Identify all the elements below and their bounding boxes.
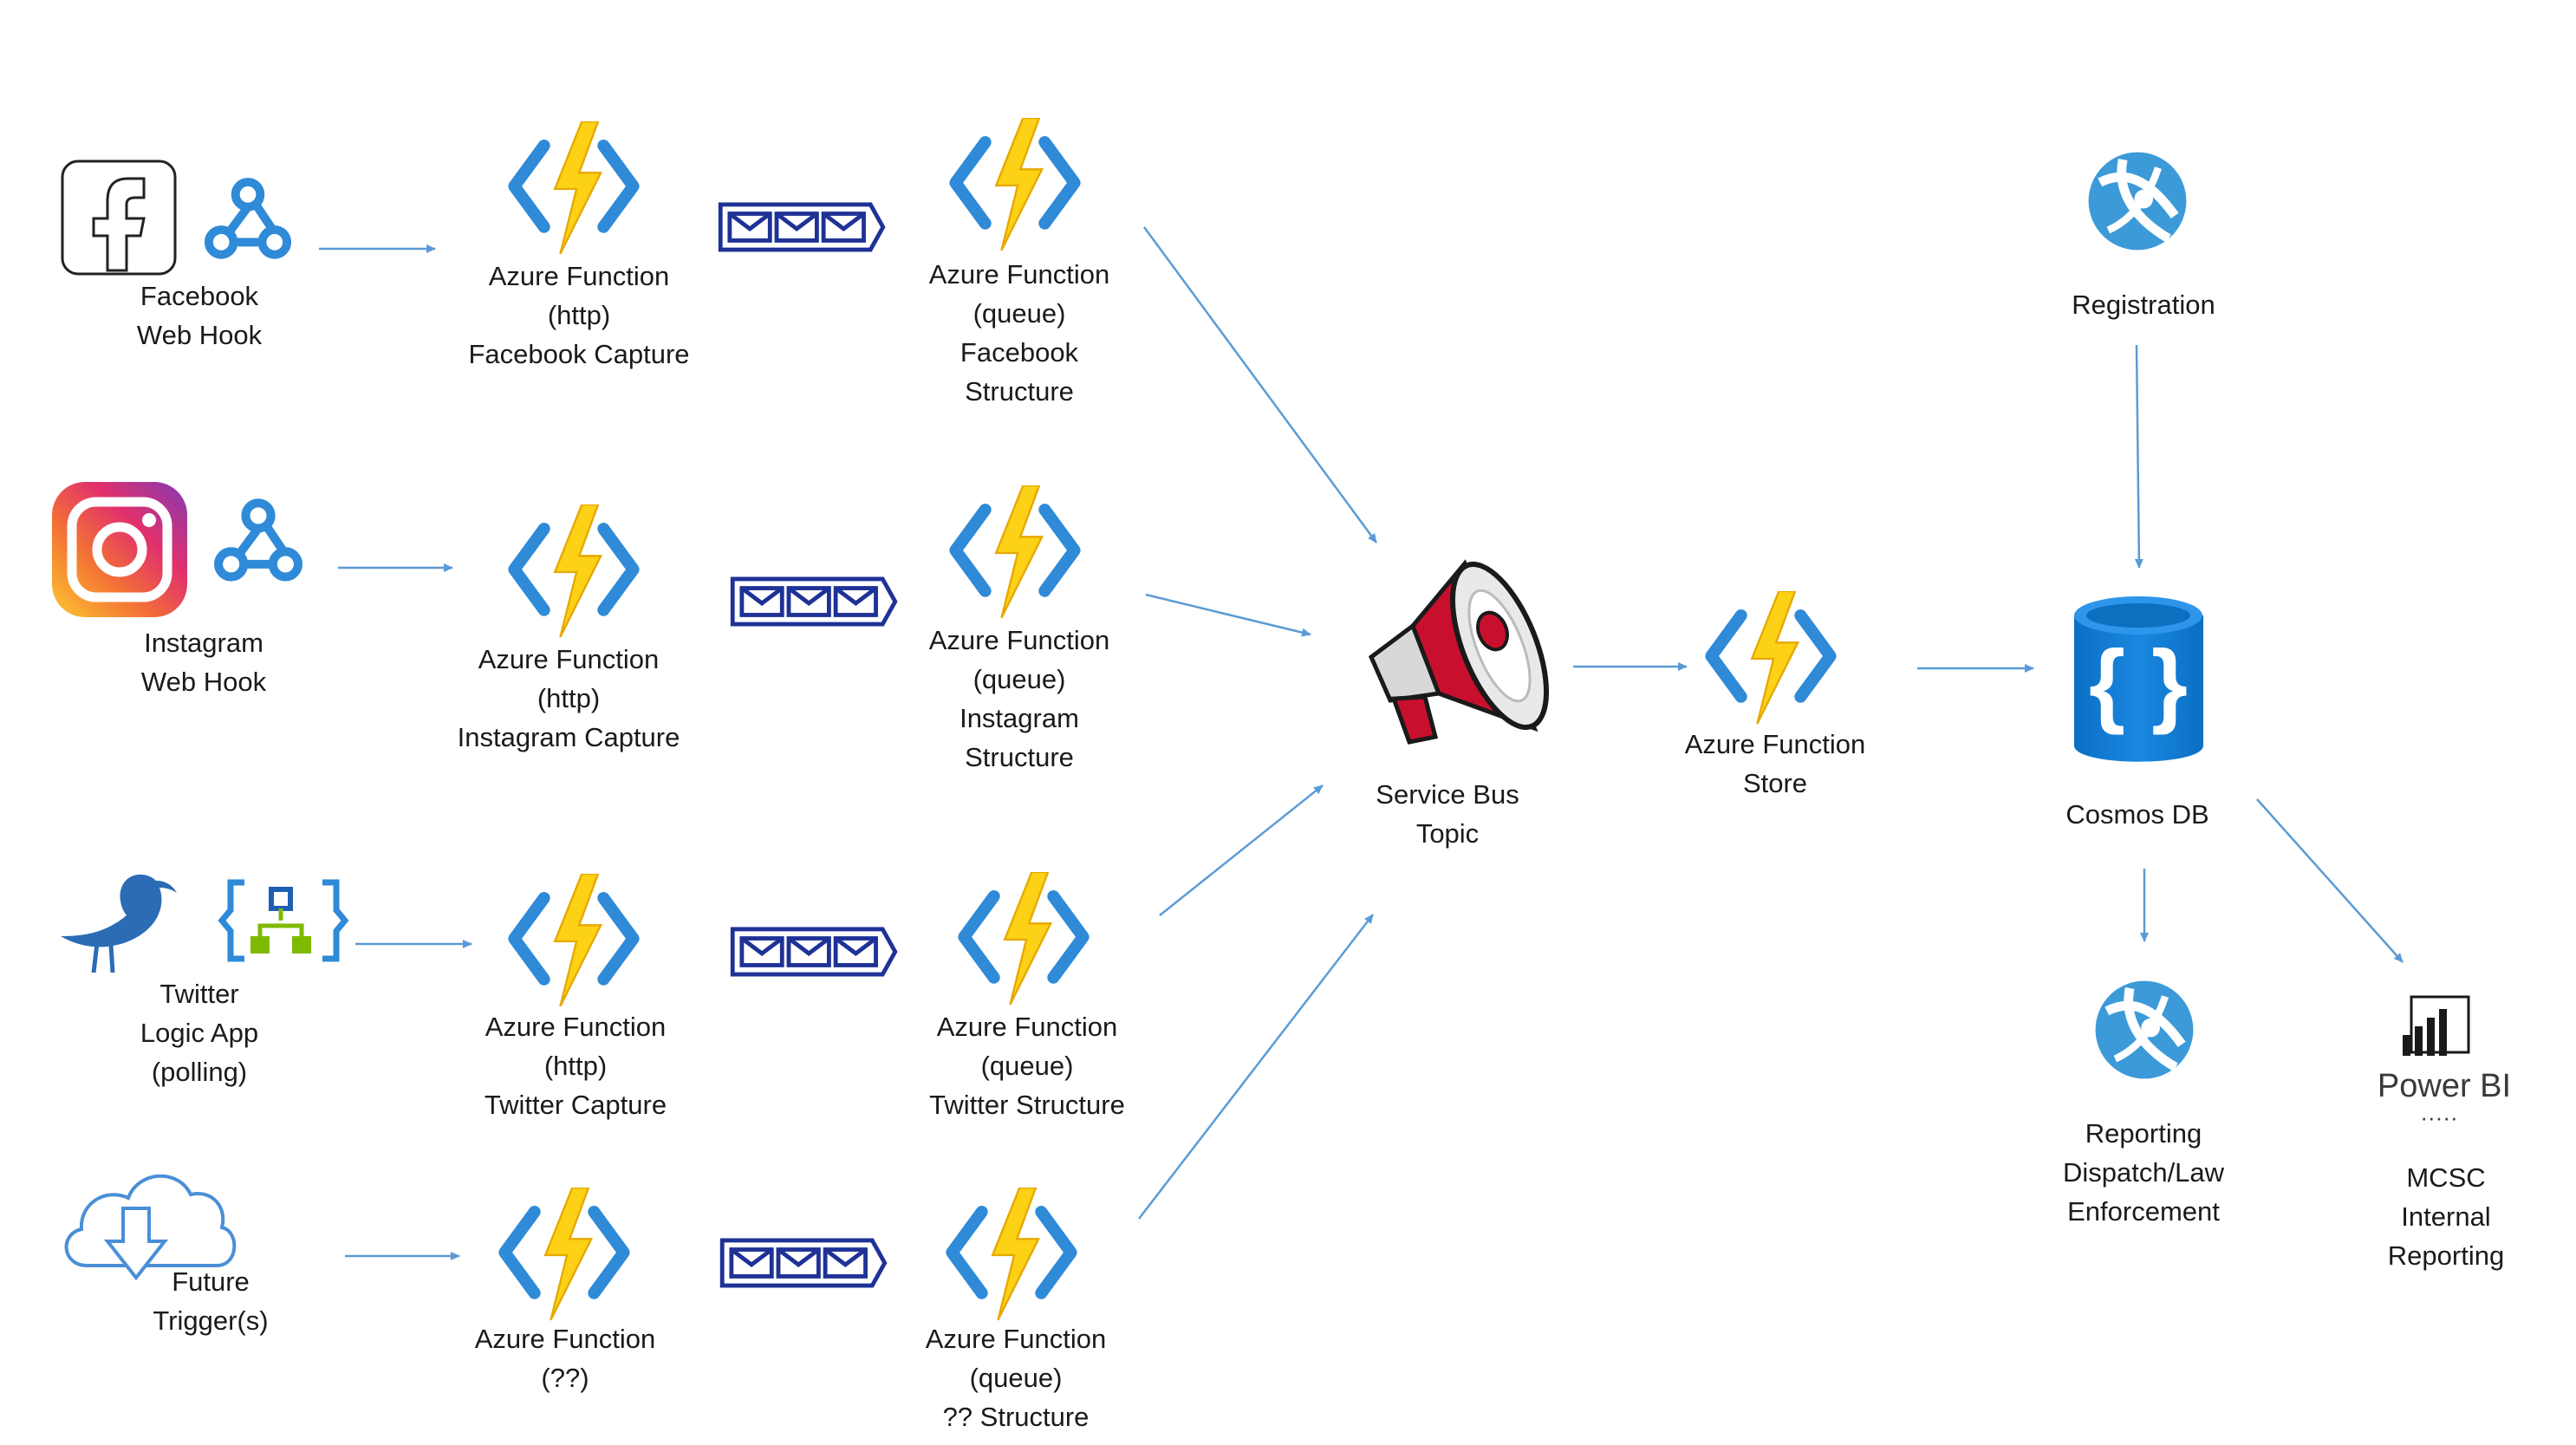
megaphone-icon	[1368, 559, 1550, 745]
cloud-download-icon	[64, 1174, 237, 1281]
app-service-icon	[2096, 981, 2194, 1079]
future-capture-label: Azure Function(??)	[474, 1324, 656, 1393]
power-bi-dots: ·····	[2420, 1104, 2458, 1130]
arrow-cosmos-to-powerbi	[2256, 798, 2404, 963]
app-service-icon	[2089, 153, 2187, 251]
webhook-icon	[218, 503, 298, 576]
twitter-structure-label: Azure Function(queue)Twitter Structure	[929, 1012, 1125, 1120]
arrow-fb-structure-to-bus	[1142, 226, 1378, 544]
arrow-registration-to-cosmos	[2134, 344, 2143, 569]
azure-function-icon	[1711, 591, 1830, 724]
azure-function-icon	[955, 485, 1074, 618]
queue-icon	[732, 579, 895, 624]
registration-label: Registration	[2072, 290, 2215, 320]
svg-text:{ }: { }	[2089, 630, 2188, 735]
cosmos-db-icon: { }	[2074, 596, 2203, 762]
azure-function-icon	[514, 874, 633, 1006]
logic-app-icon	[218, 879, 349, 962]
azure-function-icon	[952, 1188, 1070, 1320]
cosmos-db-label: Cosmos DB	[2065, 799, 2209, 830]
arrow-future-structure-to-bus	[1138, 914, 1374, 1220]
arrow-ig-structure-to-bus	[1145, 593, 1311, 637]
azure-function-icon	[955, 118, 1074, 251]
instagram-icon	[52, 482, 187, 617]
twitter-bird-icon	[61, 874, 177, 973]
connectors	[319, 226, 2404, 1260]
instagram-capture-label: Azure Function(http)Instagram Capture	[457, 644, 680, 752]
queue-icon	[732, 929, 895, 974]
azure-function-icon	[514, 504, 633, 637]
arrow-tw-structure-to-bus	[1159, 784, 1324, 916]
power-bi-icon	[2403, 995, 2470, 1056]
azure-function-icon	[514, 121, 633, 254]
power-bi-brand: Power BI	[2377, 1068, 2512, 1104]
facebook-capture-label: Azure Function(http)Facebook Capture	[468, 261, 690, 369]
azure-function-icon	[504, 1188, 623, 1320]
twitter-capture-label: Azure Function(http)Twitter Capture	[484, 1012, 667, 1120]
queue-icon	[720, 205, 883, 250]
azure-function-icon	[964, 872, 1083, 1005]
facebook-icon	[61, 159, 177, 276]
future-structure-label: Azure Function(queue)?? Structure	[925, 1324, 1107, 1432]
webhook-icon	[209, 182, 287, 255]
queue-icon	[722, 1240, 885, 1286]
